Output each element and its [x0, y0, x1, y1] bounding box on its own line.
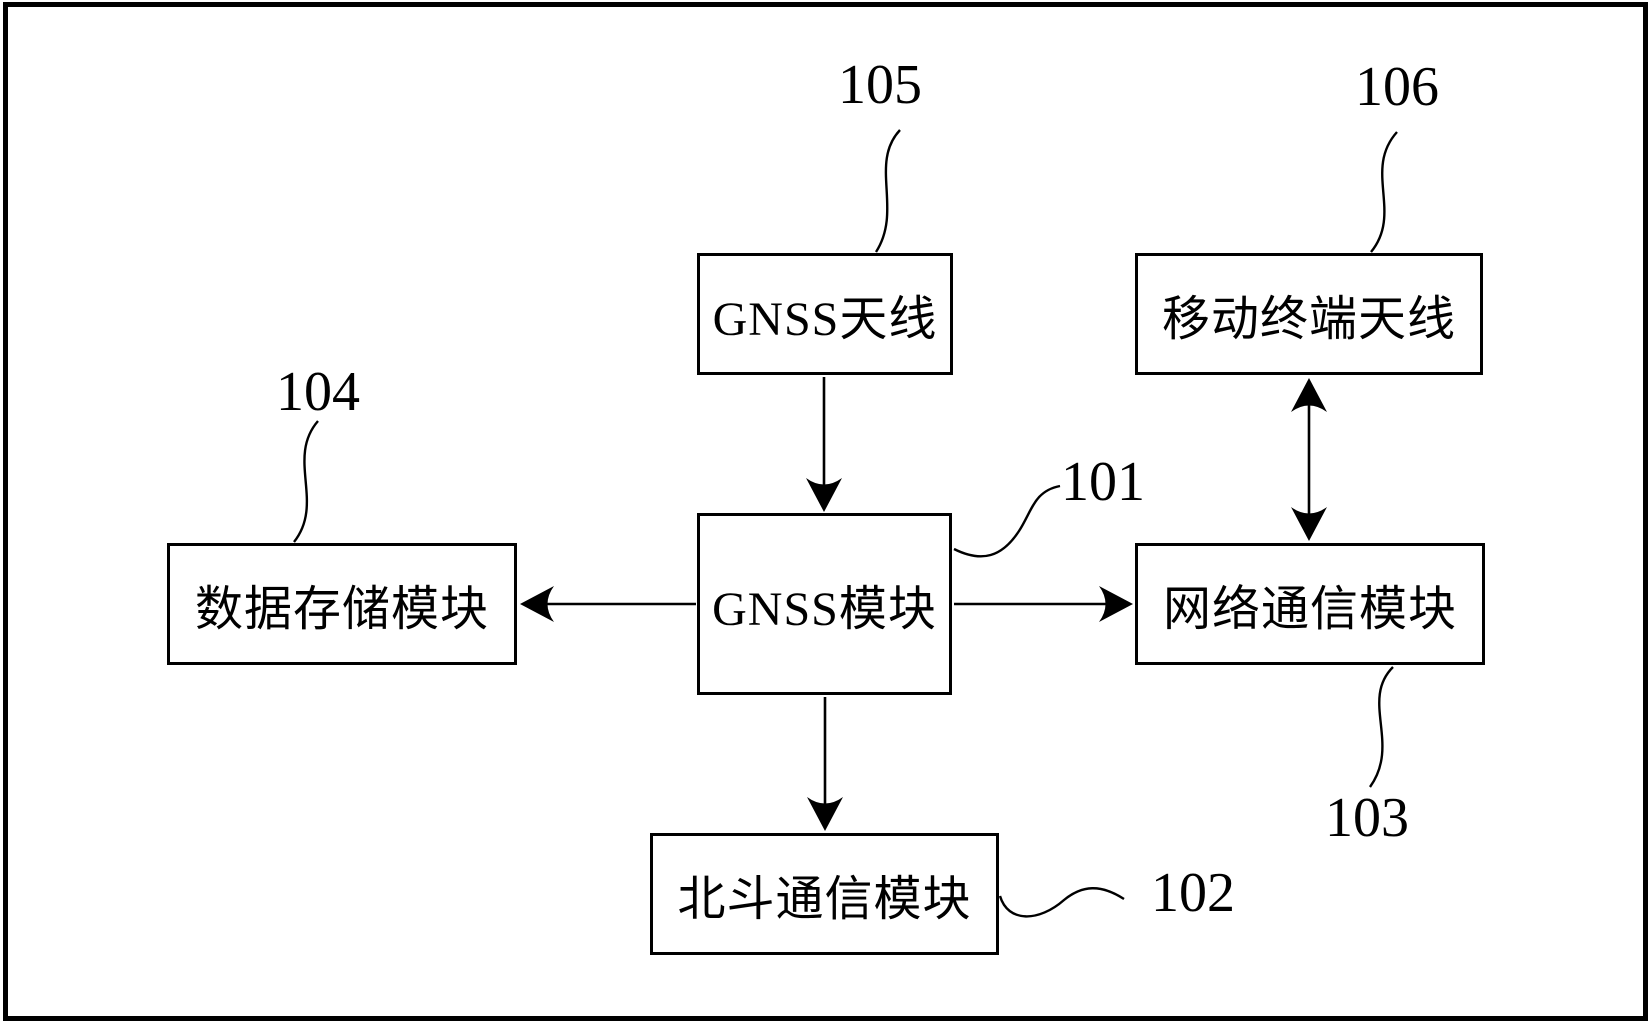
box-gnss-module: GNSS模块 [697, 513, 952, 695]
ref-label-101: 101 [1061, 451, 1145, 513]
figure-border [3, 2, 1648, 1021]
box-beidou-communication-module: 北斗通信模块 [650, 833, 999, 955]
box-gnss-module-label: GNSS模块 [712, 583, 937, 636]
box-beidou-communication-module-label: 北斗通信模块 [677, 873, 972, 926]
box-network-communication-module-label: 网络通信模块 [1162, 583, 1457, 636]
box-gnss-antenna: GNSS天线 [697, 253, 953, 375]
ref-label-102: 102 [1151, 862, 1235, 924]
ref-label-104: 104 [276, 361, 360, 423]
box-mobile-terminal-antenna-label: 移动终端天线 [1161, 293, 1456, 346]
ref-label-103: 103 [1325, 787, 1409, 849]
box-mobile-terminal-antenna: 移动终端天线 [1135, 253, 1483, 375]
ref-label-105: 105 [838, 54, 922, 116]
ref-label-106: 106 [1355, 56, 1439, 118]
box-data-storage-module-label: 数据存储模块 [194, 583, 489, 636]
box-gnss-antenna-label: GNSS天线 [712, 293, 938, 346]
box-network-communication-module: 网络通信模块 [1135, 543, 1485, 665]
box-data-storage-module: 数据存储模块 [167, 543, 517, 665]
